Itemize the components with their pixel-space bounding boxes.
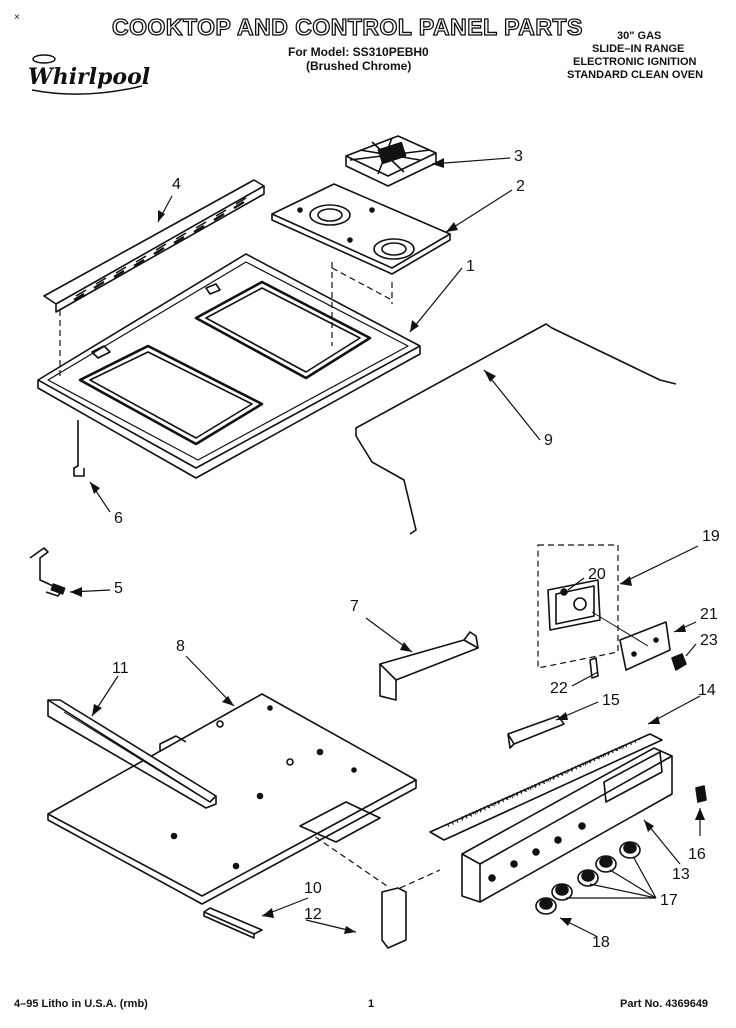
callout-12: 12 [304, 906, 322, 923]
part-15-clip [507, 715, 565, 749]
part-17-knobs [535, 841, 641, 915]
footer-part-number: Part No. 4369649 [620, 998, 709, 1010]
part-6-clip [73, 420, 85, 477]
part-11-side-trim [47, 699, 217, 809]
callout-2: 2 [516, 178, 525, 195]
callout-3: 3 [514, 148, 523, 165]
callout-22: 22 [550, 680, 568, 697]
callout-20: 20 [588, 566, 606, 583]
part-19-switch-assembly [547, 579, 687, 679]
finish-line: (Brushed Chrome) [306, 59, 412, 73]
part-10-bottom-trim [203, 907, 263, 939]
arrowheads [70, 158, 705, 934]
part-14-insulation [429, 733, 663, 841]
model-line: For Model: SS310PEBH0 [288, 45, 429, 59]
whirlpool-logo: Whirlpool [24, 52, 154, 102]
callout-5: 5 [114, 580, 123, 597]
part-13-control-panel [461, 747, 673, 903]
part-8-oven-top [47, 693, 417, 905]
part-12-end-bracket [381, 887, 407, 949]
callout-18: 18 [592, 934, 610, 951]
part-1-cooktop [37, 253, 421, 479]
callout-16: 16 [688, 846, 706, 863]
part-4-vent-trim [43, 179, 265, 313]
callout-9: 9 [544, 432, 553, 449]
page-title: COOKTOP AND CONTROL PANEL PARTS [111, 13, 583, 40]
callout-15: 15 [602, 692, 620, 709]
callout-7: 7 [350, 598, 359, 615]
callout-6: 6 [114, 510, 123, 527]
callout-11: 11 [112, 660, 129, 677]
callout-14: 14 [698, 682, 716, 699]
callout-23: 23 [700, 632, 718, 649]
callout-17: 17 [660, 892, 678, 909]
footer-litho: 4–95 Litho in U.S.A. (rmb) [14, 998, 148, 1010]
part-16-clip [695, 785, 707, 803]
callout-13: 13 [672, 866, 690, 883]
spec-line-3: ELECTRONIC IGNITION [573, 56, 697, 68]
part-2-burner-plate [271, 183, 451, 275]
part-9-rod [355, 323, 677, 535]
callout-19: 19 [702, 528, 720, 545]
corner-mark: × [14, 12, 20, 23]
part-7-bracket [379, 631, 479, 701]
callout-21: 21 [700, 606, 718, 623]
footer-page-number: 1 [368, 998, 375, 1010]
callout-10: 10 [304, 880, 322, 897]
callout-4: 4 [172, 176, 181, 193]
spec-line-2: SLIDE–IN RANGE [592, 43, 685, 55]
spec-line-4: STANDARD CLEAN OVEN [567, 69, 704, 81]
callout-8: 8 [176, 638, 185, 655]
part-3-burner-grate [345, 135, 437, 187]
callout-1: 1 [466, 258, 475, 275]
spec-line-1: 30" GAS [617, 30, 662, 42]
part-5-wire [29, 547, 63, 597]
logo-wordmark: Whirlpool [28, 64, 150, 90]
